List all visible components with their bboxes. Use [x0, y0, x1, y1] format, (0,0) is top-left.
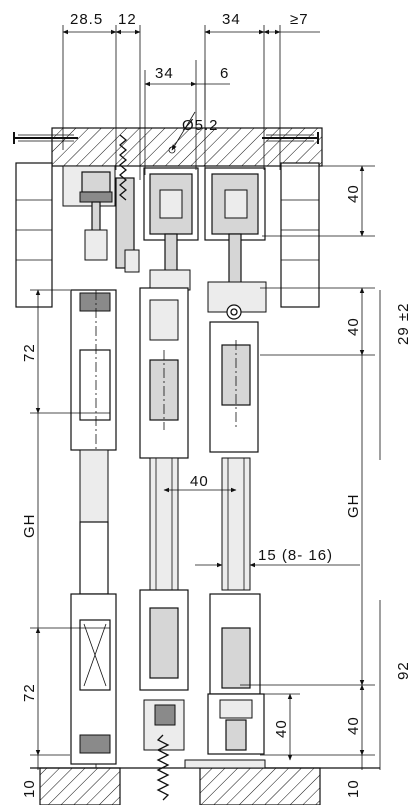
dim-bottom-10-right: 10 [345, 779, 362, 798]
right-side-panel [280, 162, 320, 308]
dim-left-gh: GH [21, 514, 38, 539]
dim-left-72-bottom: 72 [21, 683, 38, 702]
dim-bottom-10-left: 10 [21, 779, 38, 798]
dim-center-40: 40 [190, 473, 209, 490]
left-door-assembly [62, 134, 140, 770]
centre-door-assembly [139, 167, 199, 801]
dim-top-rail-width: 34 [222, 11, 241, 28]
dim-bottom-40-right: 40 [345, 716, 362, 735]
dim-thickness-range: 15 (8- 16) [258, 547, 333, 564]
dimension-lines [30, 25, 381, 770]
dim-right-92: 92 [395, 661, 412, 680]
dim-hole-diameter: Ø5.2 [182, 117, 219, 134]
dim-mid-6: 6 [220, 65, 229, 82]
dim-top-gap: 12 [118, 11, 137, 28]
dim-mid-34: 34 [155, 65, 174, 82]
dim-right-top-40: 40 [345, 184, 362, 203]
left-side-panel [15, 162, 53, 308]
dim-top-min: ≥7 [290, 11, 309, 28]
ceiling-section [13, 127, 323, 167]
right-door-assembly [204, 167, 267, 755]
dim-right-gh: GH [345, 494, 362, 519]
floor-section [30, 759, 380, 805]
dimension-labels: 28.5 12 34 ≥7 34 6 Ø5.2 40 40 29 ±2 72 G… [21, 11, 412, 798]
right-screw [262, 132, 319, 144]
dim-right-40-b: 40 [345, 317, 362, 336]
left-screw [13, 132, 78, 144]
dim-bottom-40-inner: 40 [273, 719, 290, 738]
dim-right-tolerance: 29 ±2 [395, 303, 412, 345]
dim-left-72-top: 72 [21, 343, 38, 362]
dim-top-left-width: 28.5 [70, 11, 103, 28]
